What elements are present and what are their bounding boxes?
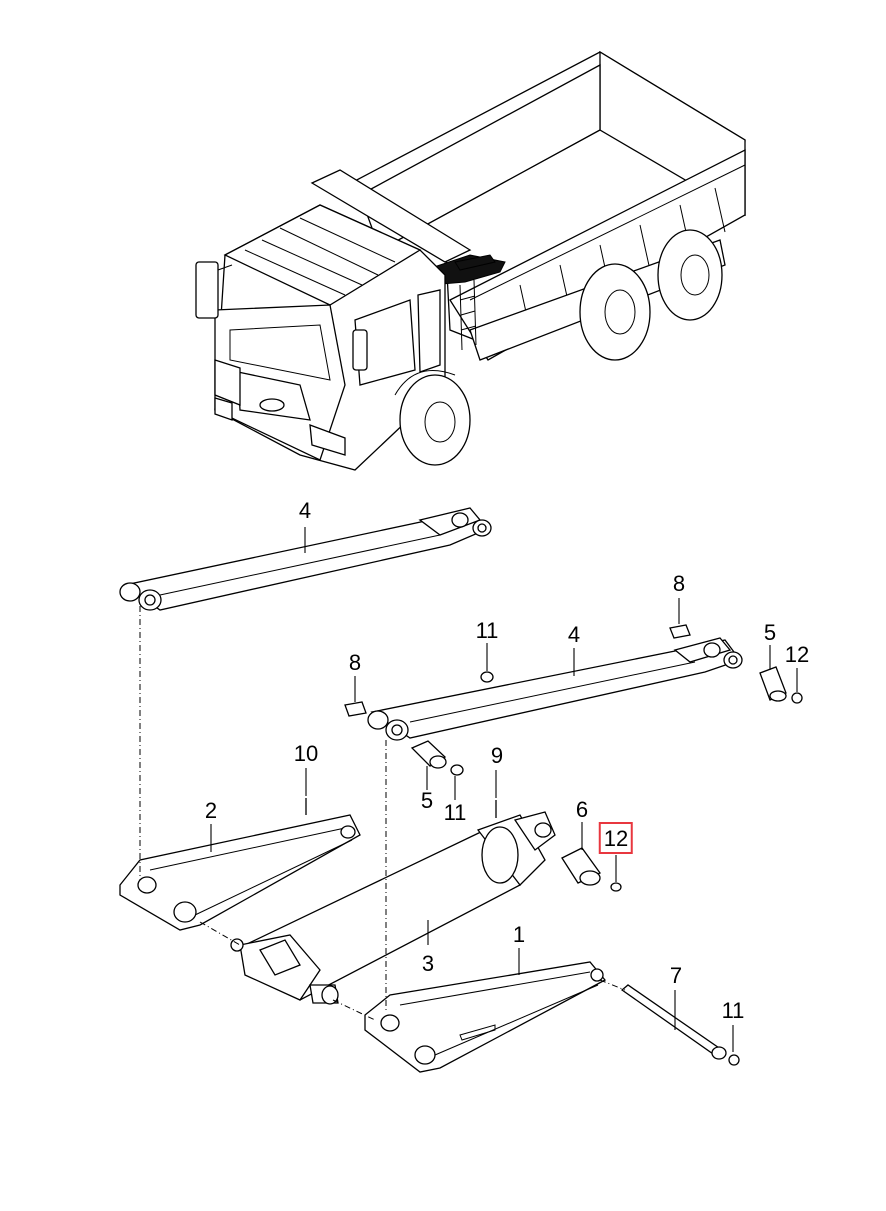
assembly-guide-lines (139, 606, 626, 1021)
callout-part-10[interactable]: 10 (293, 741, 319, 766)
part-11-nut-lower[interactable] (728, 1054, 740, 1066)
callout-part-8-upper[interactable]: 8 (672, 571, 686, 596)
part-4-lower-link[interactable] (367, 637, 743, 741)
part-8-plate-upper[interactable] (669, 624, 691, 639)
part-12-nut-right[interactable] (791, 692, 803, 704)
part-11-nut-upper[interactable] (480, 671, 494, 683)
part-7-bolt[interactable] (620, 984, 727, 1060)
callout-part-11-mid[interactable]: 11 (443, 800, 467, 825)
part-5-pin-right[interactable] (759, 666, 787, 702)
part-6-bushing[interactable] (561, 847, 601, 886)
part-5-pin-left[interactable] (410, 740, 447, 769)
part-11-nut-mid[interactable] (450, 764, 464, 776)
callout-part-1[interactable]: 1 (512, 922, 526, 947)
callout-part-12-selected[interactable]: 12 (598, 822, 634, 854)
part-1-lower-arm[interactable] (364, 961, 607, 1073)
callout-part-7[interactable]: 7 (669, 963, 683, 988)
callout-part-3[interactable]: 3 (421, 951, 435, 976)
part-8-plate-left[interactable] (344, 701, 367, 717)
callout-part-2[interactable]: 2 (204, 798, 218, 823)
callout-part-8-left[interactable]: 8 (348, 650, 362, 675)
callout-part-4-lower[interactable]: 4 (567, 622, 581, 647)
callout-leader-lines (210, 527, 798, 1052)
callout-part-5-left[interactable]: 5 (420, 788, 434, 813)
callout-part-11-upper[interactable]: 11 (475, 618, 499, 643)
callout-part-4-upper[interactable]: 4 (298, 498, 312, 523)
callout-part-11-lower[interactable]: 11 (721, 998, 745, 1023)
callout-part-12-right[interactable]: 12 (784, 642, 810, 667)
part-2-upper-arm[interactable] (119, 814, 361, 931)
callout-part-9[interactable]: 9 (490, 743, 504, 768)
part-12-nut[interactable] (610, 882, 622, 892)
dump-truck-illustration (195, 50, 746, 471)
callout-part-6[interactable]: 6 (575, 797, 589, 822)
part-4-upper-link[interactable] (119, 507, 492, 611)
part-3-hydraulic-cylinder[interactable] (230, 811, 556, 1005)
callout-part-5-right[interactable]: 5 (763, 620, 777, 645)
